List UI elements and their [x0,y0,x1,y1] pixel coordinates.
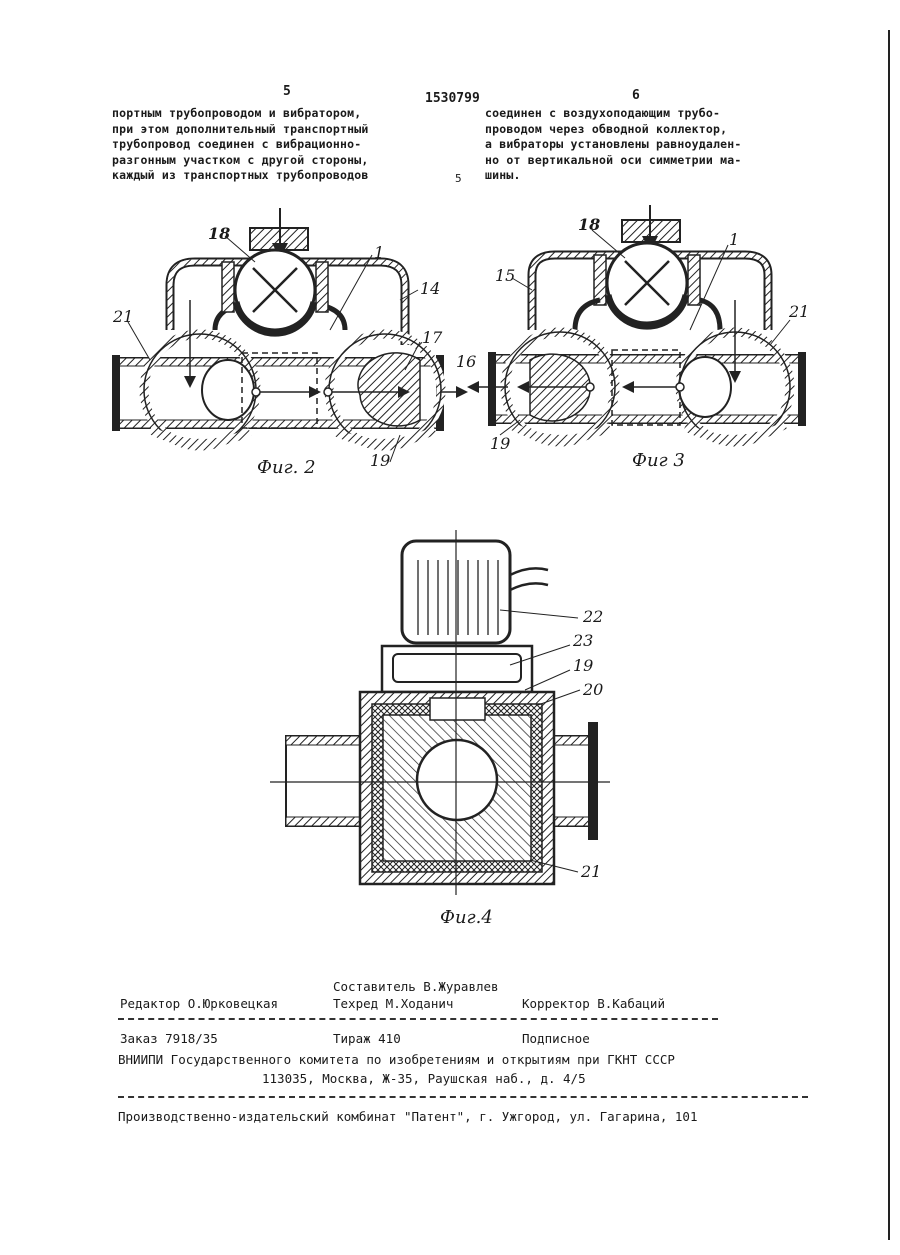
footer-compiler: Составитель В.Журавлев [333,979,499,994]
footer-rule-1 [118,1018,718,1020]
fig2-label-17: 17 [422,328,442,347]
footer-order: Заказ 7918/35 [120,1031,218,1046]
fig3-label-1: 1 [729,230,739,249]
fig3-label-15: 15 [495,266,515,285]
fig2-label-21: 21 [113,307,133,326]
fig4-label-22: 22 [583,607,603,626]
footer-editor: Редактор О.Юрковецкая [120,996,278,1011]
footer-printer: Производственно-издательский комбинат "П… [118,1109,697,1124]
fig2-caption: Фиг. 2 [257,457,316,478]
footer-subscription: Подписное [522,1031,590,1046]
fig2-label-14: 14 [420,279,440,298]
technical-drawings [0,0,900,1000]
fig4-drawing [270,530,610,895]
footer-rule-2 [118,1096,808,1098]
footer-org-line1: ВНИИПИ Государственного комитета по изоб… [118,1052,675,1067]
fig2-drawing [112,208,465,462]
footer-techred: Техред М.Ходанич [333,996,453,1011]
fig2-label-19: 19 [370,451,390,470]
footer-org-line2: 113035, Москва, Ж-35, Раушская наб., д. … [262,1071,586,1086]
fig2-label-1: 1 [374,243,384,262]
fig3-label-19: 19 [490,434,510,453]
fig4-label-21: 21 [581,862,601,881]
fig3-label-16: 16 [456,352,476,371]
fig3-drawing [470,205,806,442]
footer-corrector: Корректор В.Кабаций [522,996,665,1011]
fig2-label-18: 18 [208,224,230,243]
fig3-caption: Фиг 3 [632,450,685,471]
fig4-label-20: 20 [583,680,603,699]
fig3-label-21: 21 [789,302,809,321]
fig3-label-18: 18 [578,215,600,234]
footer-circulation: Тираж 410 [333,1031,401,1046]
fig4-label-19: 19 [573,656,593,675]
fig4-label-23: 23 [573,631,593,650]
fig4-caption: Фиг.4 [440,907,493,928]
